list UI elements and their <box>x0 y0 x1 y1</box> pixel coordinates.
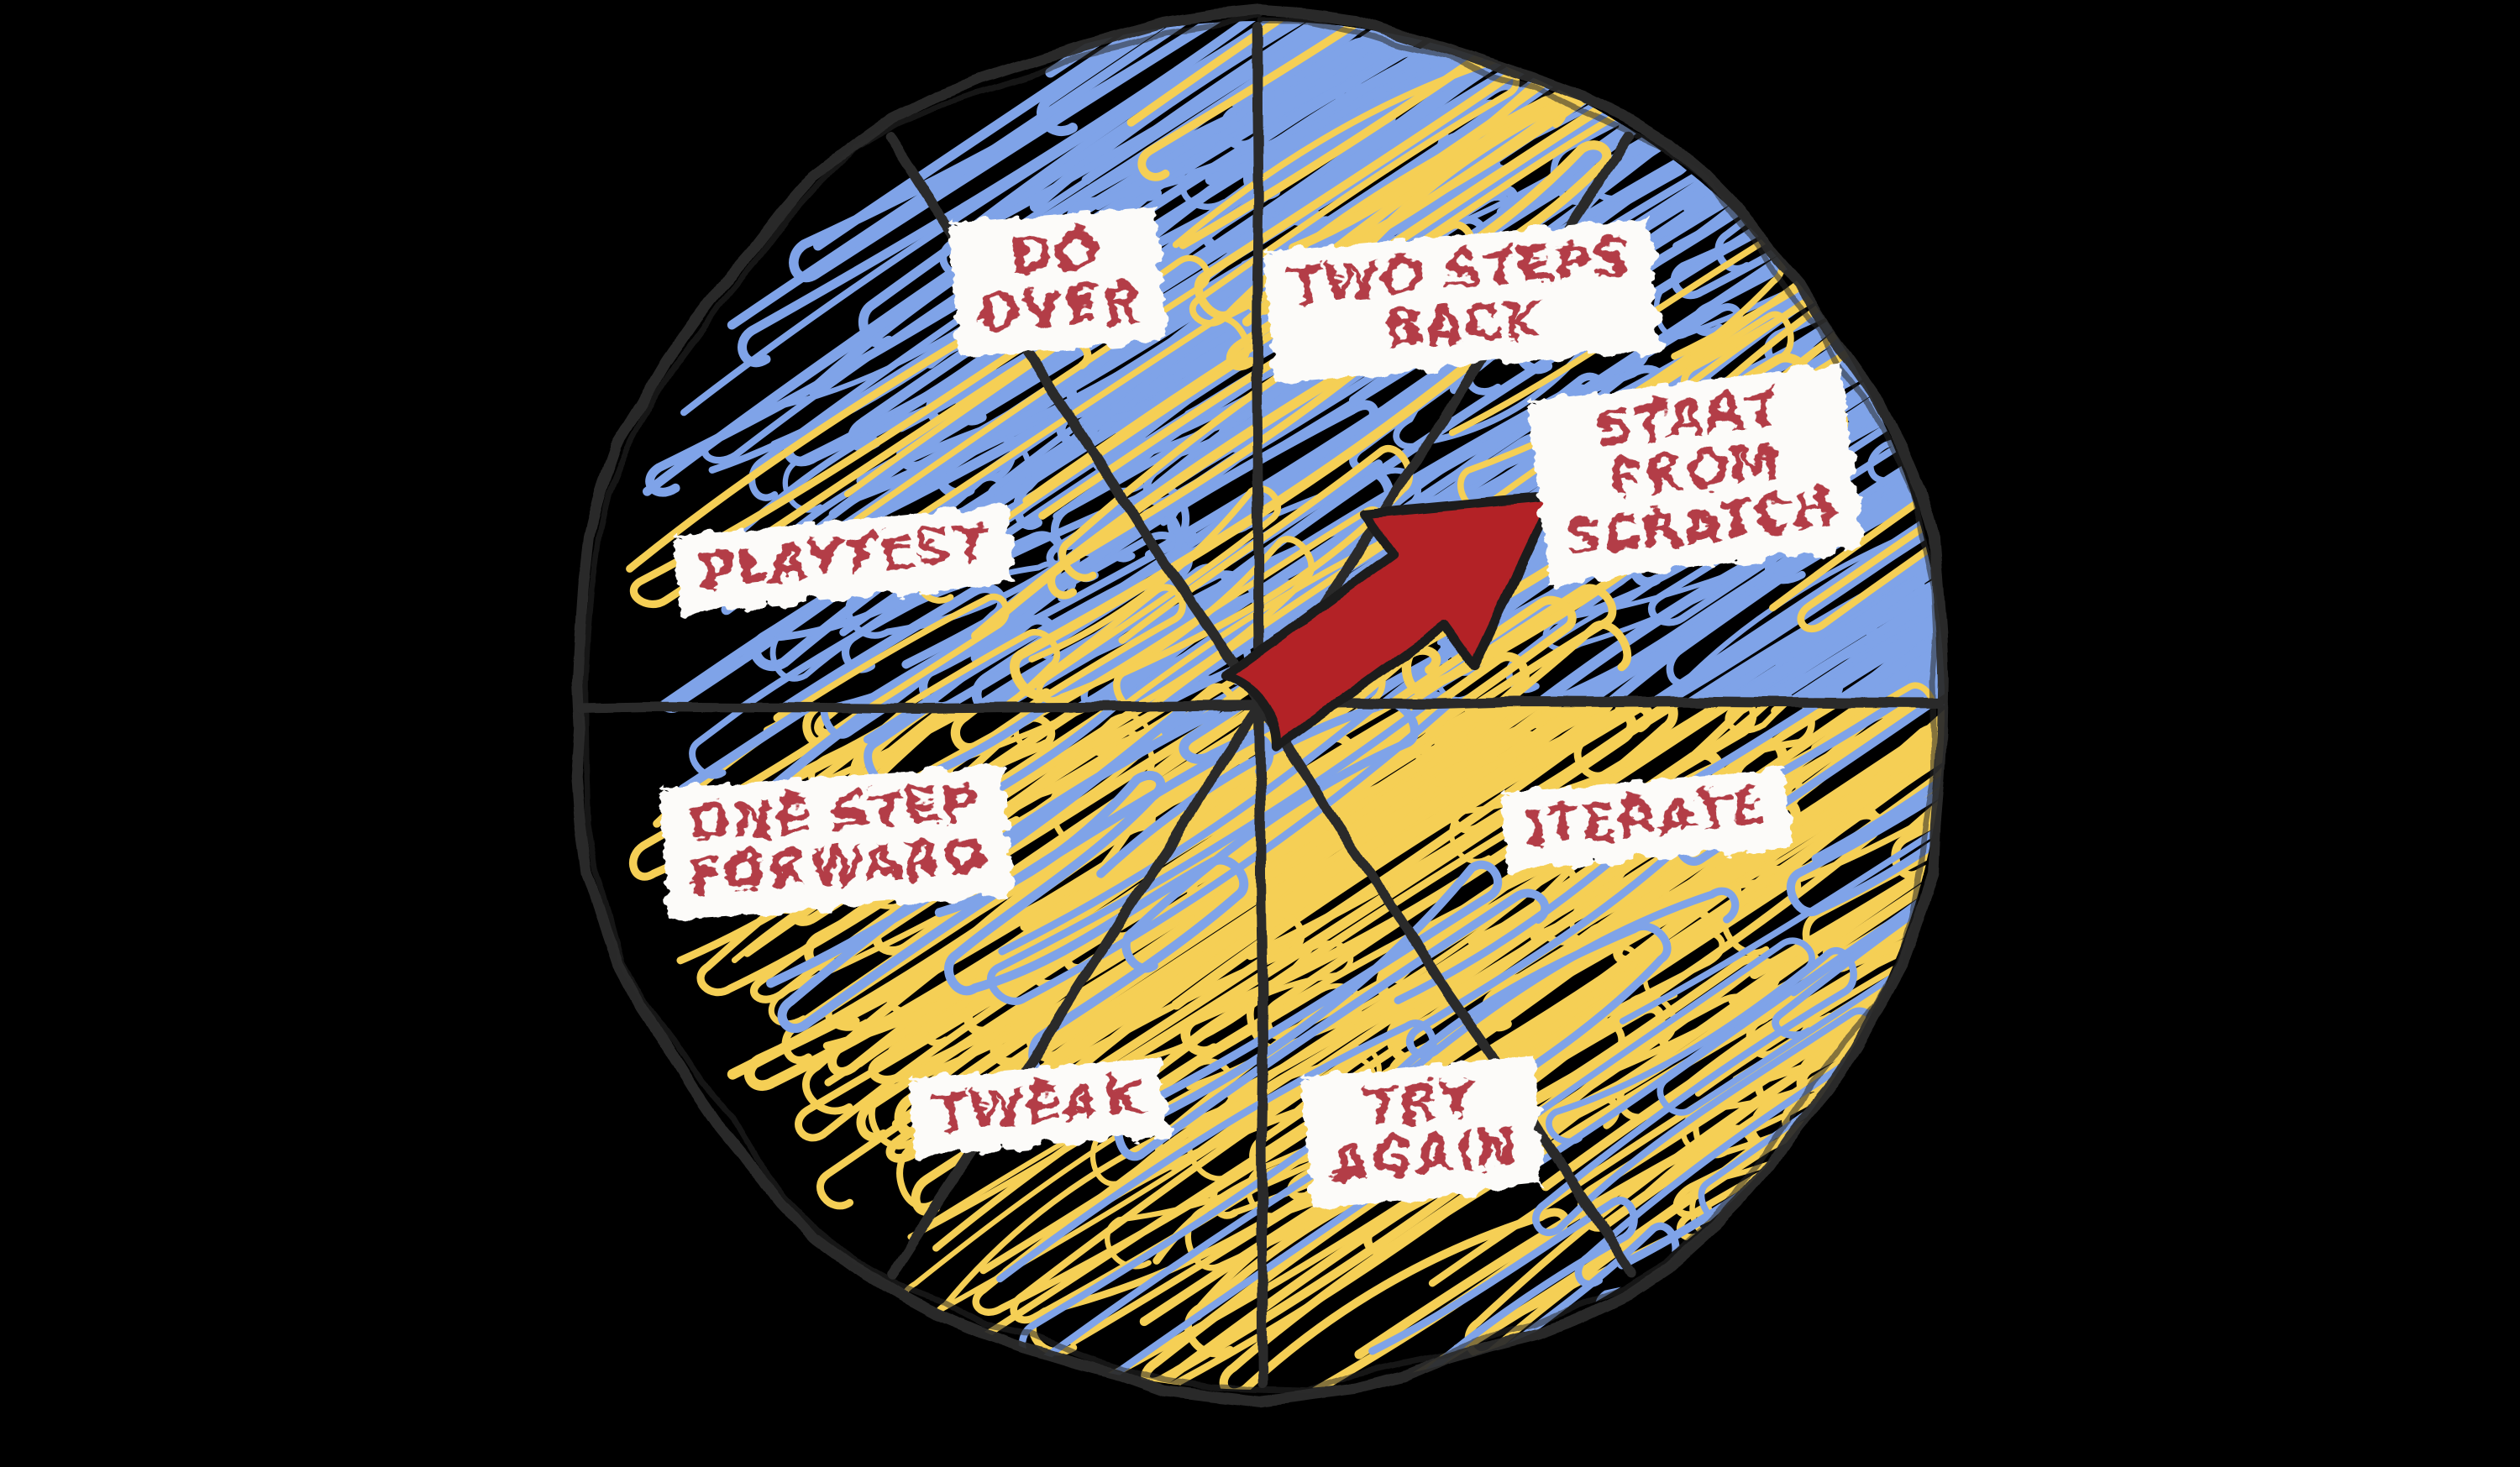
segment-label-start-from-scratch[interactable]: START FROM SCRATCH <box>1527 363 1864 585</box>
label-line: ITERATE <box>1525 778 1768 858</box>
label-line: BACK <box>1383 288 1546 362</box>
wheel-hatch-group <box>596 21 1945 1390</box>
label-line: AGAIN <box>1329 1118 1520 1195</box>
segment-label-do-over[interactable]: DO OVER <box>948 207 1168 358</box>
label-line: TWEAK <box>932 1066 1145 1144</box>
label-line: PLAYTEST <box>697 514 991 601</box>
segment-label-one-step-forward[interactable]: ONE STEP FORWARD <box>659 764 1013 920</box>
segment-label-try-again[interactable]: TRY AGAIN <box>1300 1056 1545 1209</box>
label-line: OVER <box>976 270 1144 345</box>
spinner-needle[interactable] <box>1221 491 1559 752</box>
